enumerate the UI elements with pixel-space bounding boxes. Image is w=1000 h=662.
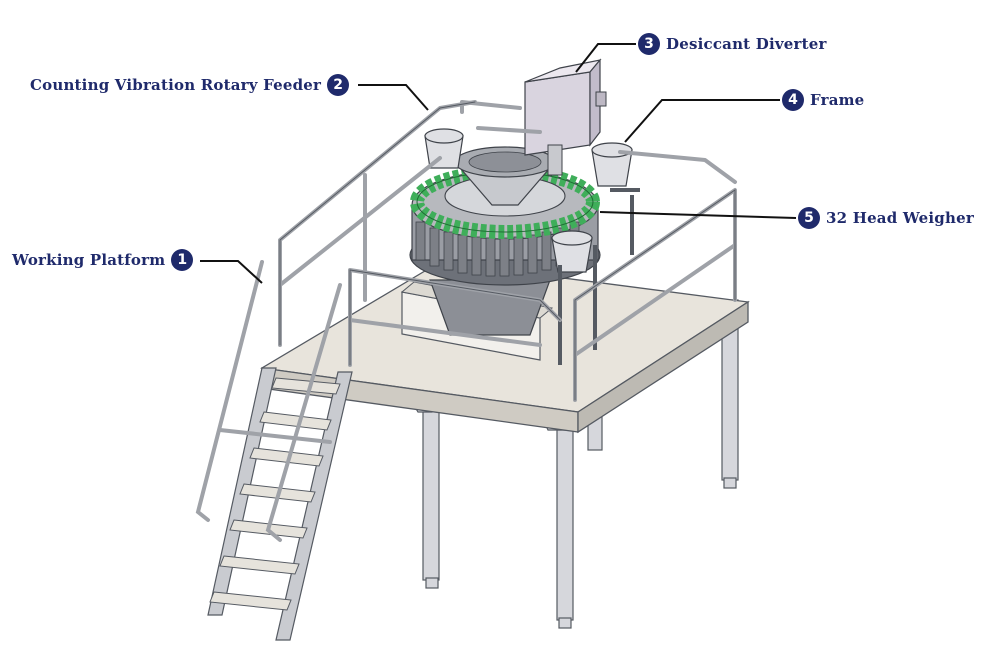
callout-label: Counting Vibration Rotary Feeder [30,76,322,94]
callout-number-badge: 1 [171,249,194,271]
leader-line-5 [599,211,797,219]
leader-line-1 [200,260,263,284]
access-stairs [195,260,353,641]
callout-frame: 4 Frame [782,89,864,111]
callout-number-badge: 3 [638,33,660,55]
guard-railings-outline [279,101,736,401]
callout-label: Working Platform [12,251,166,269]
callout-label: Frame [810,91,865,109]
callout-label: Desiccant Diverter [666,35,827,53]
callout-head-weigher: 5 32 Head Weigher [798,207,974,229]
callout-label: 32 Head Weigher [826,209,974,227]
leader-lines [200,43,797,284]
leader-line-4 [624,99,780,143]
callout-desiccant-diverter: 3 Desiccant Diverter [638,33,827,55]
callout-working-platform: Working Platform 1 [12,249,194,271]
leader-line-2 [358,84,429,111]
frame-posts [558,188,640,365]
callout-number-badge: 5 [798,207,820,229]
callout-number-badge: 2 [327,74,350,96]
leader-line-3 [575,43,636,73]
callout-rotary-feeder: Counting Vibration Rotary Feeder 2 [30,74,350,96]
callout-number-badge: 4 [782,89,804,111]
